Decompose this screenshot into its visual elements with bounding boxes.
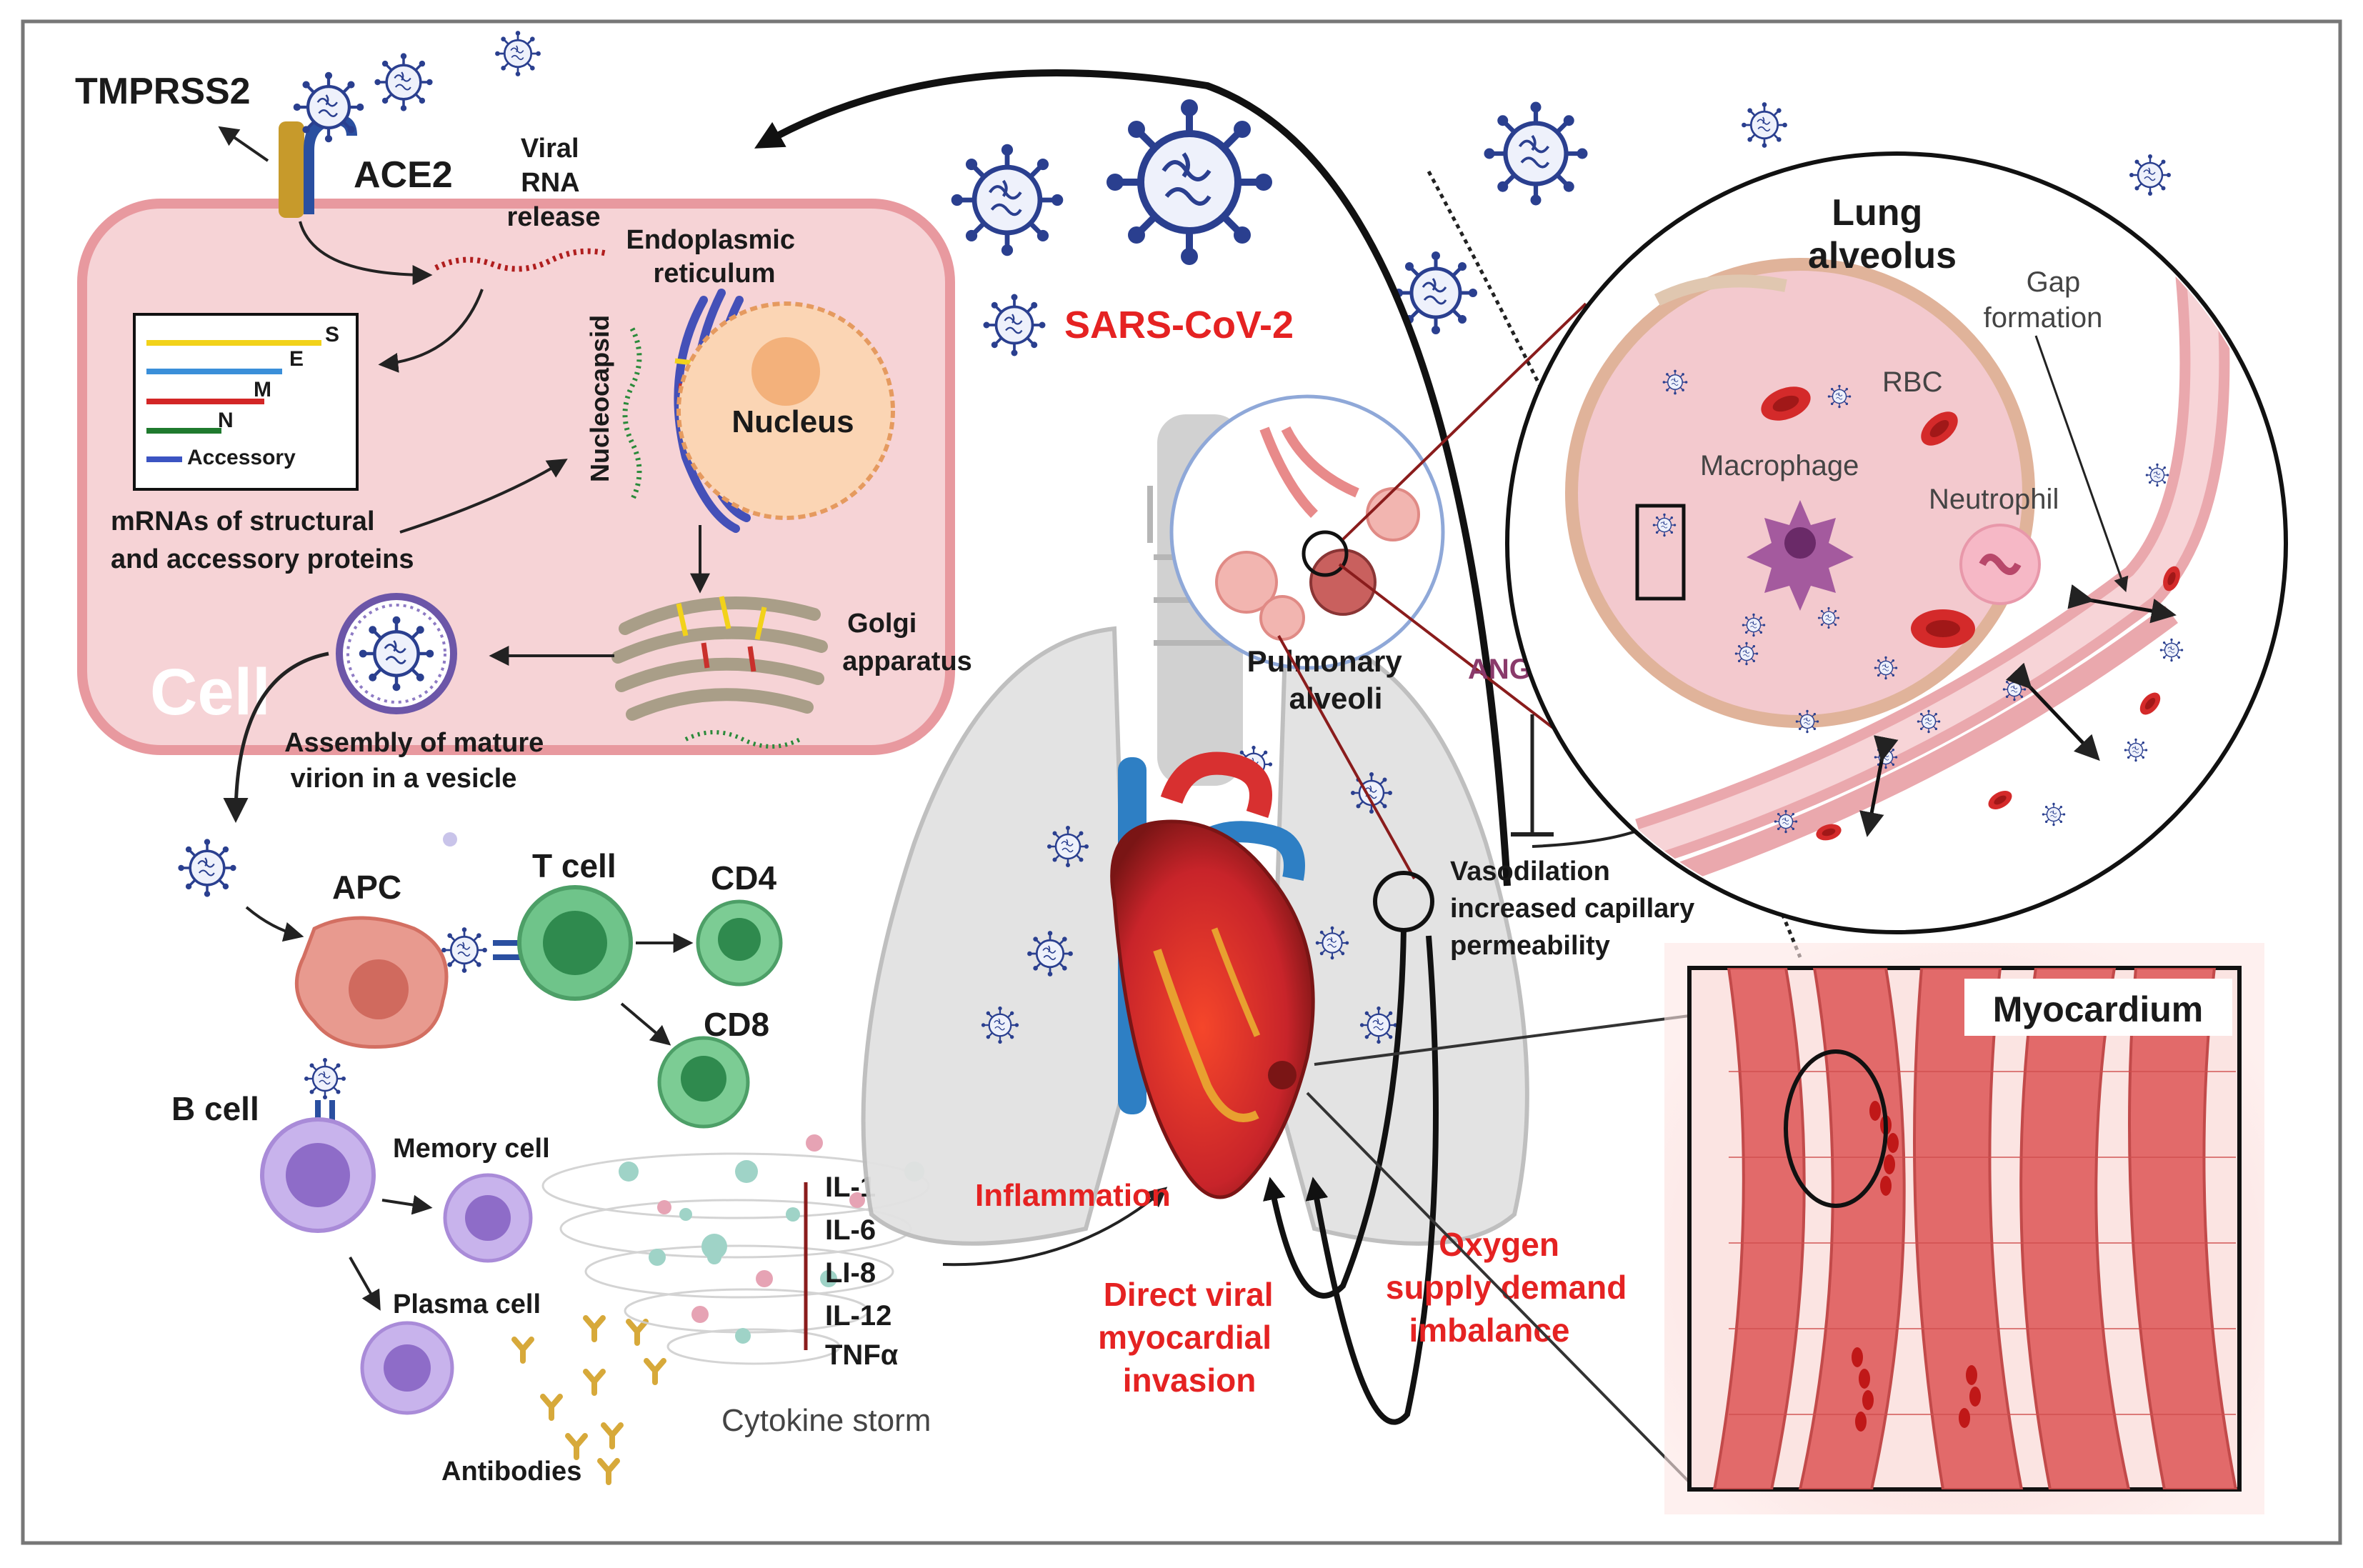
myocardium-highlight (1784, 1049, 1888, 1208)
legend-m: M (254, 378, 271, 401)
tmprss2-label: TMPRSS2 (75, 71, 251, 112)
virus-icon (494, 29, 542, 78)
inflammation-label: Inflammation (975, 1178, 1171, 1213)
infection-arrow (754, 69, 1511, 887)
legend-n: N (218, 409, 234, 432)
myocardium-title-box (1964, 979, 2232, 1036)
viral-rna-release-label: Viral RNA release (506, 134, 600, 232)
virus-icon (373, 51, 434, 113)
t-cell-label: T cell (532, 847, 616, 884)
virus-icon (980, 1005, 1020, 1045)
golgi-label: Golgi apparatus (842, 609, 972, 676)
virus-icon (1046, 824, 1090, 869)
assembly-label: Assembly of mature virion in a vesicle (284, 728, 551, 794)
apc-label: APC (332, 869, 401, 906)
virus-icon (1106, 99, 1272, 265)
cytokine-storm-label: Cytokine storm (721, 1403, 931, 1438)
mrna-label: mRNAs of structural and accessory protei… (111, 506, 414, 574)
nucleocapsid-label: Nucleocapsid (585, 315, 614, 482)
macrophage-label: Macrophage (1700, 450, 1859, 481)
permeability-arrows (1859, 584, 2177, 837)
virus-icon (1484, 102, 1588, 206)
binding-virus-icon (294, 72, 364, 143)
lung-alveolus-title: Lung alveolus (1808, 192, 1957, 276)
gap-formation-label: Gap formation (1984, 266, 2103, 334)
virus-icon (1359, 1005, 1399, 1045)
mature-virion-icon (359, 616, 434, 691)
virus-icon (1314, 925, 1350, 961)
memory-cell-label: Memory cell (393, 1134, 550, 1164)
virus-icon (176, 837, 238, 899)
virus-icon (1026, 929, 1074, 978)
cytokine-il12: IL-12 (825, 1300, 891, 1332)
nucleus (676, 301, 895, 520)
plasma-cell-label: Plasma cell (393, 1289, 541, 1319)
antibodies-label: Antibodies (441, 1457, 581, 1487)
gap-highlight-box (1635, 504, 1686, 601)
presented-virus-icon (303, 1057, 347, 1101)
cd8-label: CD8 (704, 1006, 769, 1043)
legend-s: S (325, 323, 339, 346)
b-cell-label: B cell (171, 1090, 259, 1127)
cd4-label: CD4 (711, 859, 776, 897)
er-label: Endoplasmic reticulum (626, 225, 802, 289)
myocardium-rbcs (1852, 1101, 1981, 1432)
antibodies-icon (511, 1315, 666, 1485)
pulmonary-alveoli-label: Pulmonary alveoli (1247, 644, 1411, 715)
legend-e: E (289, 347, 304, 371)
tmprss2-protein (279, 121, 304, 218)
nucleus-label: Nucleus (731, 404, 854, 439)
direct-viral-label: Direct viral myocardial invasion (1098, 1276, 1282, 1399)
sars-cov-2-label: SARS-CoV-2 (1064, 304, 1294, 346)
golgi-apparatus (611, 596, 828, 721)
neutrophil-label: Neutrophil (1929, 484, 2059, 515)
ace2-receptor (304, 114, 336, 214)
heart (1110, 751, 1315, 1199)
vasodilation-label: Vasodilation increased capillary permeab… (1450, 857, 1702, 961)
myocardium-title: Myocardium (1993, 989, 2204, 1029)
oxygen-label: Oxygen supply demand imbalance (1386, 1226, 1636, 1349)
rbc-icon (1911, 609, 1975, 648)
virus-icon (951, 144, 1064, 256)
virus-icon (981, 292, 1047, 358)
cytokine-il6: IL-6 (825, 1214, 876, 1246)
virus-icon (1740, 101, 1789, 149)
presented-virus-icon (440, 926, 489, 974)
virus-icon (2128, 153, 2172, 197)
cytokine-tnfa: TNFα (825, 1339, 899, 1371)
neutrophil-cell (1959, 524, 2041, 605)
viral-rna-strand (434, 248, 608, 272)
muscle-fibers (1712, 968, 2238, 1489)
cytokine-li8: LI-8 (825, 1257, 876, 1289)
legend-accessory: Accessory (187, 446, 296, 469)
cell-word: Cell (150, 656, 271, 729)
ace2-label: ACE2 (354, 154, 453, 196)
macrophage-cell (1747, 500, 1854, 611)
rbc-label: RBC (1882, 366, 1942, 398)
